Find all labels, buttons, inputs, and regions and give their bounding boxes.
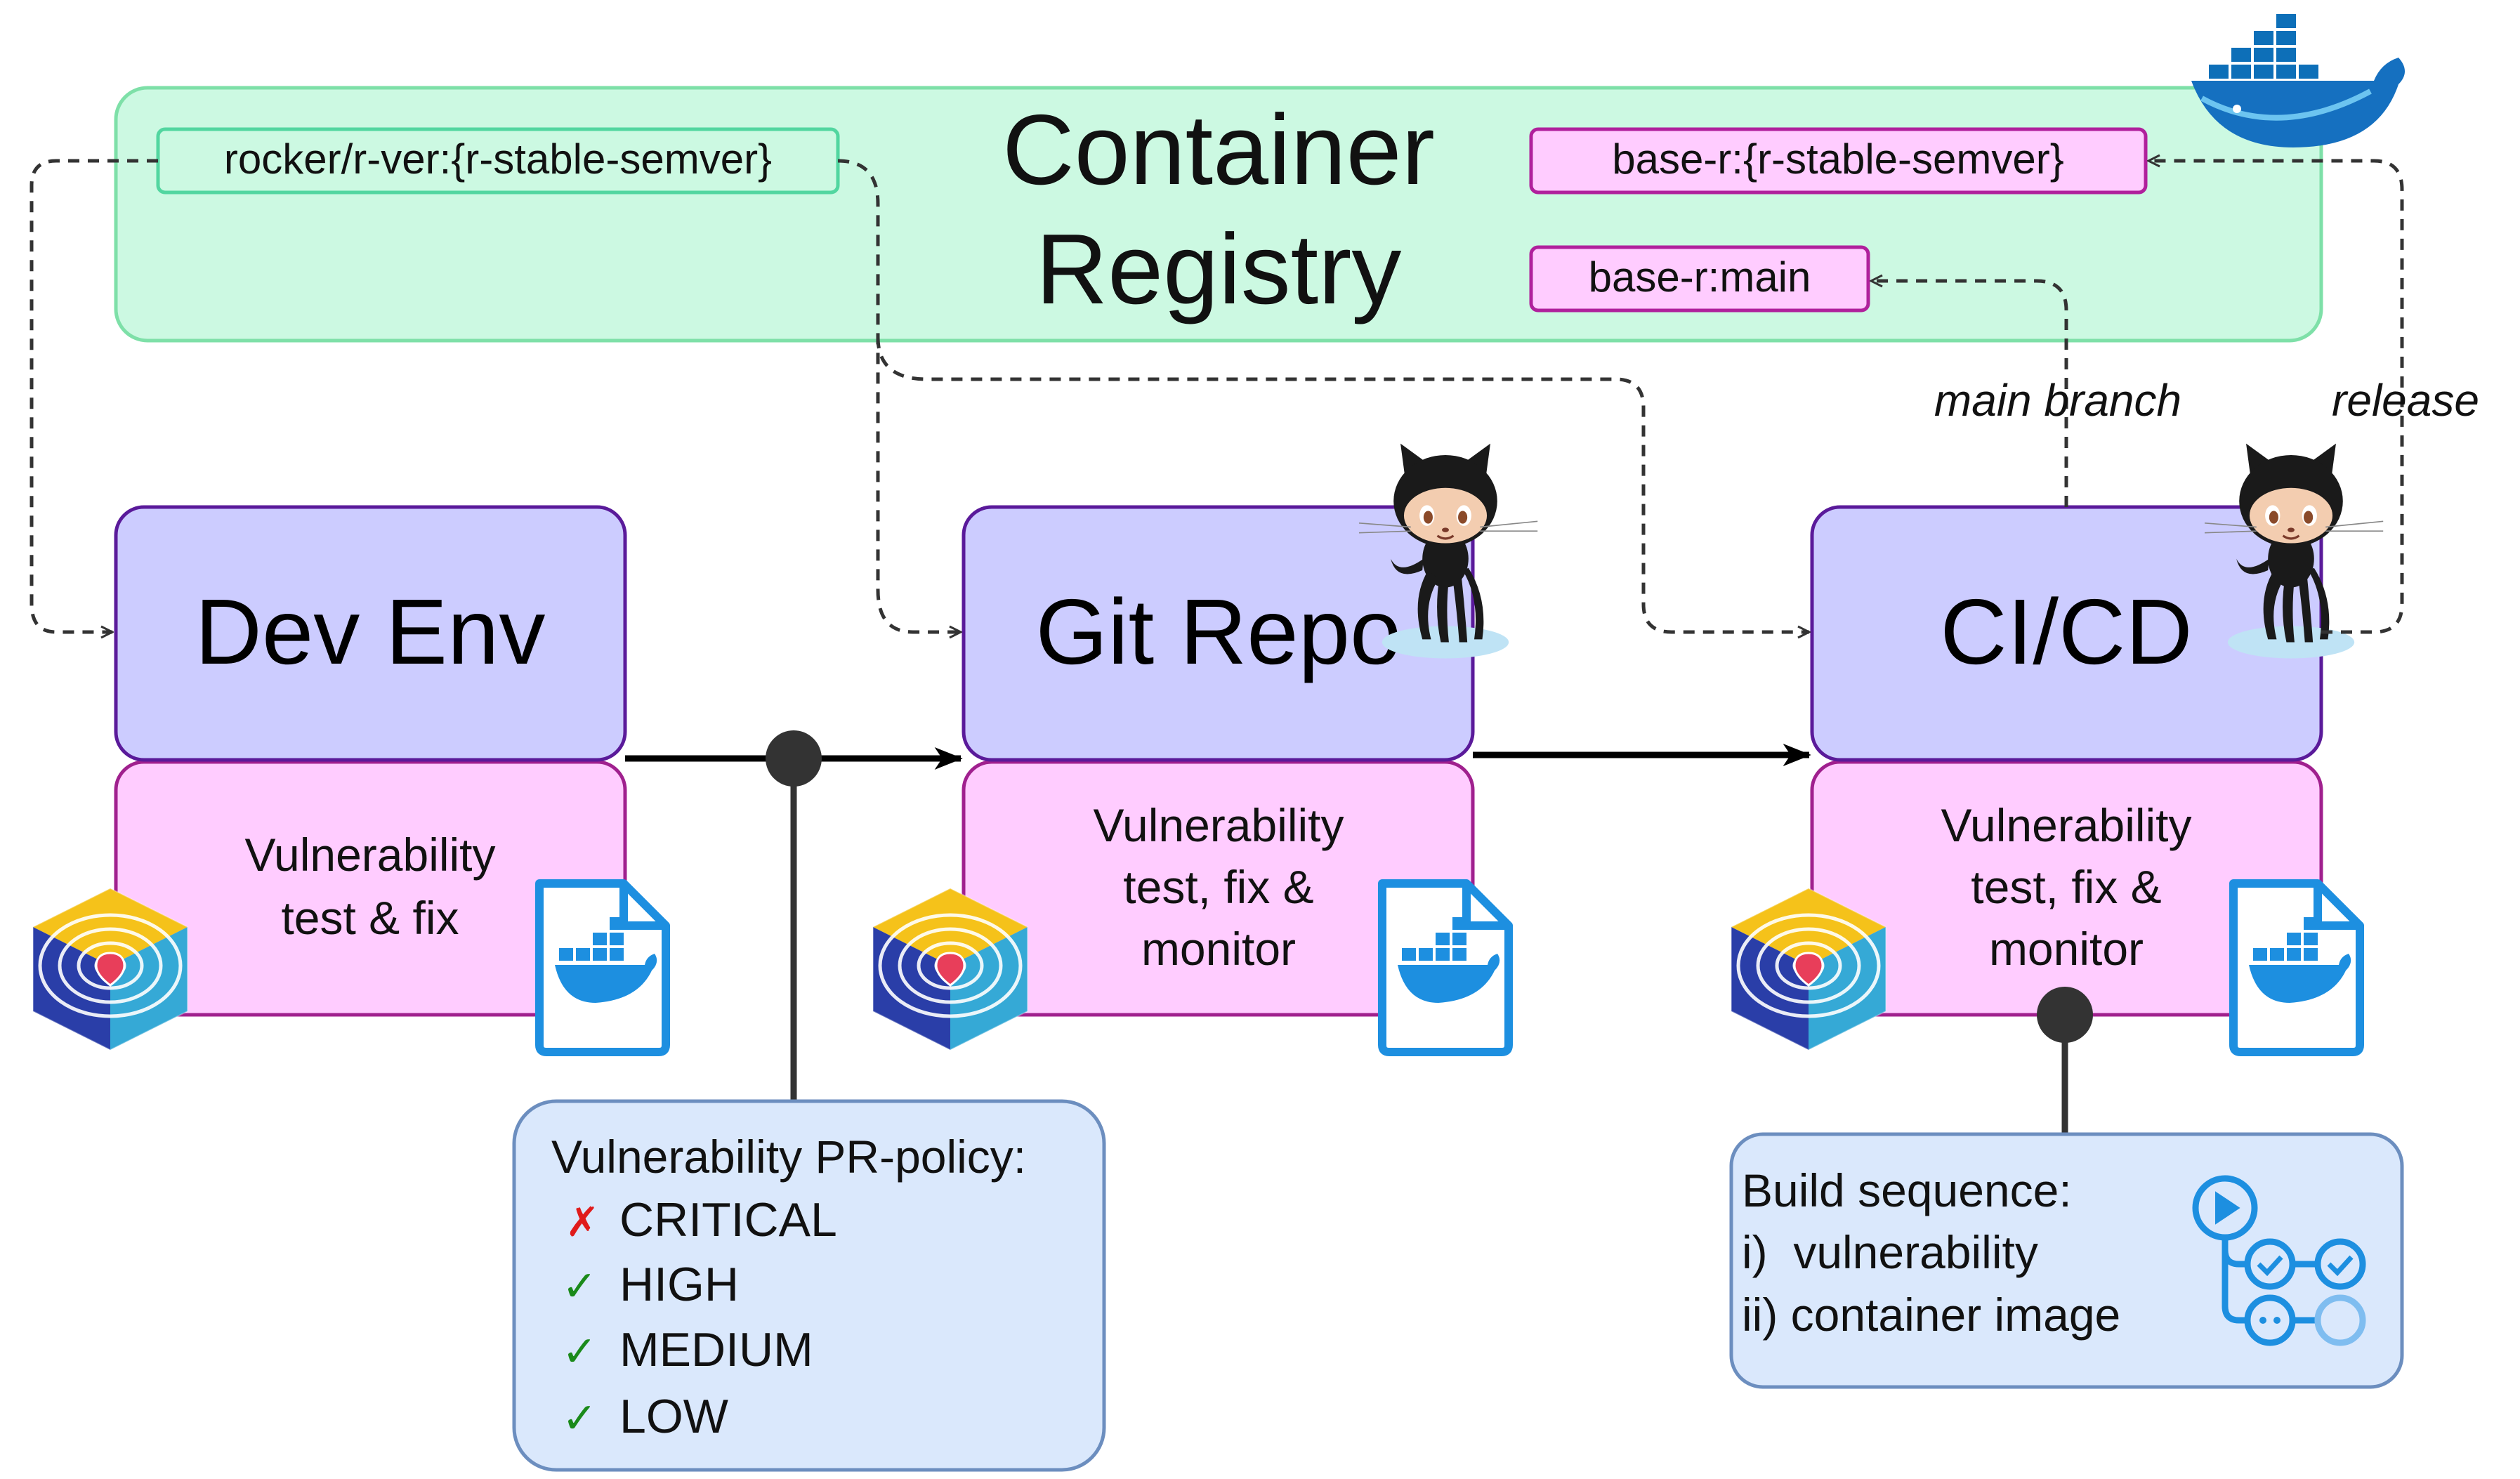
policy-item-critical: CRITICAL: [619, 1193, 837, 1247]
tag-base-release-box[interactable]: [1529, 127, 2148, 195]
cicd-title: CI/CD: [1940, 580, 2192, 683]
cicd-desc-line1: Vulnerability: [1941, 799, 2191, 851]
dashed-rocker-to-dev: [29, 159, 158, 632]
cicd-desc-line3: monitor: [1989, 923, 2144, 975]
build-step-1: i) vulnerability: [1742, 1226, 2038, 1278]
edge-label-release: release: [2332, 375, 2479, 426]
tag-base-main-label: base-r:main: [1589, 254, 1811, 301]
policy-check-high-icon: ✓: [562, 1263, 597, 1310]
dev-env-title: Dev Env: [195, 580, 546, 683]
git-repo-desc-line3: monitor: [1141, 923, 1296, 975]
registry-title-line1: Container: [1002, 94, 1435, 206]
dev-env-desc-line2: test & fix: [281, 892, 459, 944]
docker-whale-icon: [2191, 14, 2405, 147]
cicd-desc-line2: test, fix &: [1971, 861, 2161, 913]
git-repo-desc-line2: test, fix &: [1123, 861, 1313, 913]
dockerfile-icon: [2233, 883, 2360, 1052]
build-step-2: ii) container image: [1742, 1289, 2120, 1341]
dashed-cicd-to-base-release: [2148, 161, 2404, 634]
github-actions-workflow-icon: [2192, 1175, 2366, 1346]
git-repo-desc-line1: Vulnerability: [1093, 799, 1344, 851]
registry-title-line2: Registry: [1036, 213, 1402, 325]
tag-rocker-label: rocker/r-ver:{r-stable-semver}: [224, 136, 772, 183]
dashed-rocker-to-cicd: [876, 336, 1809, 632]
policy-cross-critical-icon: ✗: [565, 1199, 600, 1245]
git-repo-title: Git Repo: [1036, 580, 1402, 683]
edge-label-main-branch: main branch: [1934, 375, 2181, 426]
policy-note-box: [512, 1099, 1106, 1472]
policy-check-low-icon: ✓: [562, 1395, 597, 1442]
dashed-cicd-to-base-main: [1871, 281, 2068, 507]
dockerfile-icon: [539, 883, 666, 1052]
tag-base-release-label: base-r:{r-stable-semver}: [1612, 136, 2064, 183]
policy-item-medium: MEDIUM: [619, 1323, 813, 1376]
dashed-rocker-to-git: [837, 159, 961, 632]
tag-base-main-box[interactable]: [1529, 245, 1870, 313]
policy-item-high: HIGH: [619, 1258, 739, 1311]
build-title: Build sequence:: [1742, 1164, 2072, 1216]
dev-env-box[interactable]: [114, 505, 627, 762]
dockerfile-icon: [1382, 883, 1509, 1052]
build-note-box: [1729, 1132, 2404, 1389]
policy-check-medium-icon: ✓: [562, 1328, 597, 1375]
policy-item-low: LOW: [619, 1390, 728, 1443]
policy-title: Vulnerability PR-policy:: [551, 1131, 1026, 1183]
dev-env-desc-line1: Vulnerability: [244, 829, 495, 881]
